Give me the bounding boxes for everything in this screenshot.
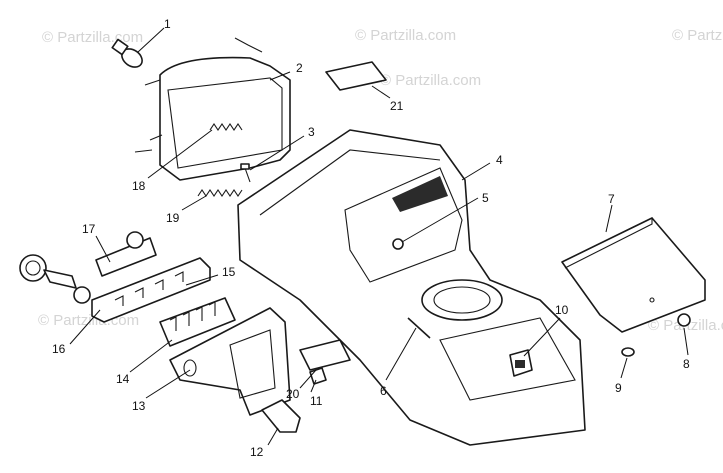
callout-12: 12 bbox=[250, 445, 264, 459]
part-9-washer bbox=[621, 347, 635, 357]
watermark-4: © Partzilla.com bbox=[380, 72, 481, 89]
callout-labels: 1 2 3 4 5 6 7 8 9 10 11 12 13 14 15 16 1… bbox=[52, 17, 690, 459]
part-18-spring bbox=[209, 123, 243, 131]
part-16-knob bbox=[19, 231, 144, 304]
part-6-bolt bbox=[407, 317, 431, 339]
callout-18: 18 bbox=[132, 179, 146, 193]
part-12-socket bbox=[261, 399, 301, 433]
callout-15: 15 bbox=[222, 265, 236, 279]
callout-8: 8 bbox=[683, 357, 690, 371]
part-2-headlight-housing bbox=[134, 37, 291, 181]
callout-5: 5 bbox=[482, 191, 489, 205]
part-19-spring bbox=[197, 189, 243, 197]
watermark-1: © Partzilla.com bbox=[42, 29, 143, 46]
callout-16: 16 bbox=[52, 342, 66, 356]
part-20-connector bbox=[309, 367, 327, 385]
watermark-3: © Partzilla.com bbox=[672, 27, 723, 44]
part-14-switch-block bbox=[159, 297, 236, 347]
callout-19: 19 bbox=[166, 211, 180, 225]
callout-10: 10 bbox=[555, 303, 569, 317]
part-21-decal bbox=[325, 61, 387, 91]
part-1-bulb bbox=[111, 38, 143, 68]
watermark-2: © Partzilla.com bbox=[355, 27, 456, 44]
part-11-plug bbox=[299, 339, 351, 371]
part-3-screw bbox=[240, 163, 251, 183]
part-4-console bbox=[237, 129, 586, 446]
part-7-cover bbox=[561, 217, 706, 333]
part-5-lens bbox=[392, 238, 404, 250]
leader-lines bbox=[69, 27, 689, 446]
callout-6: 6 bbox=[380, 384, 387, 398]
part-10-switch bbox=[509, 349, 533, 377]
part-8-clip bbox=[677, 313, 691, 327]
callout-1: 1 bbox=[164, 17, 171, 31]
callout-7: 7 bbox=[608, 192, 615, 206]
callout-20: 20 bbox=[286, 387, 300, 401]
callout-4: 4 bbox=[496, 153, 503, 167]
callout-13: 13 bbox=[132, 399, 146, 413]
callout-3: 3 bbox=[308, 125, 315, 139]
callout-2: 2 bbox=[296, 61, 303, 75]
part-17-strip bbox=[95, 237, 157, 277]
part-15-bracket bbox=[91, 257, 211, 323]
callout-9: 9 bbox=[615, 381, 622, 395]
callout-14: 14 bbox=[116, 372, 130, 386]
callout-17: 17 bbox=[82, 222, 96, 236]
callout-11: 11 bbox=[310, 394, 323, 408]
callout-21: 21 bbox=[390, 99, 404, 113]
